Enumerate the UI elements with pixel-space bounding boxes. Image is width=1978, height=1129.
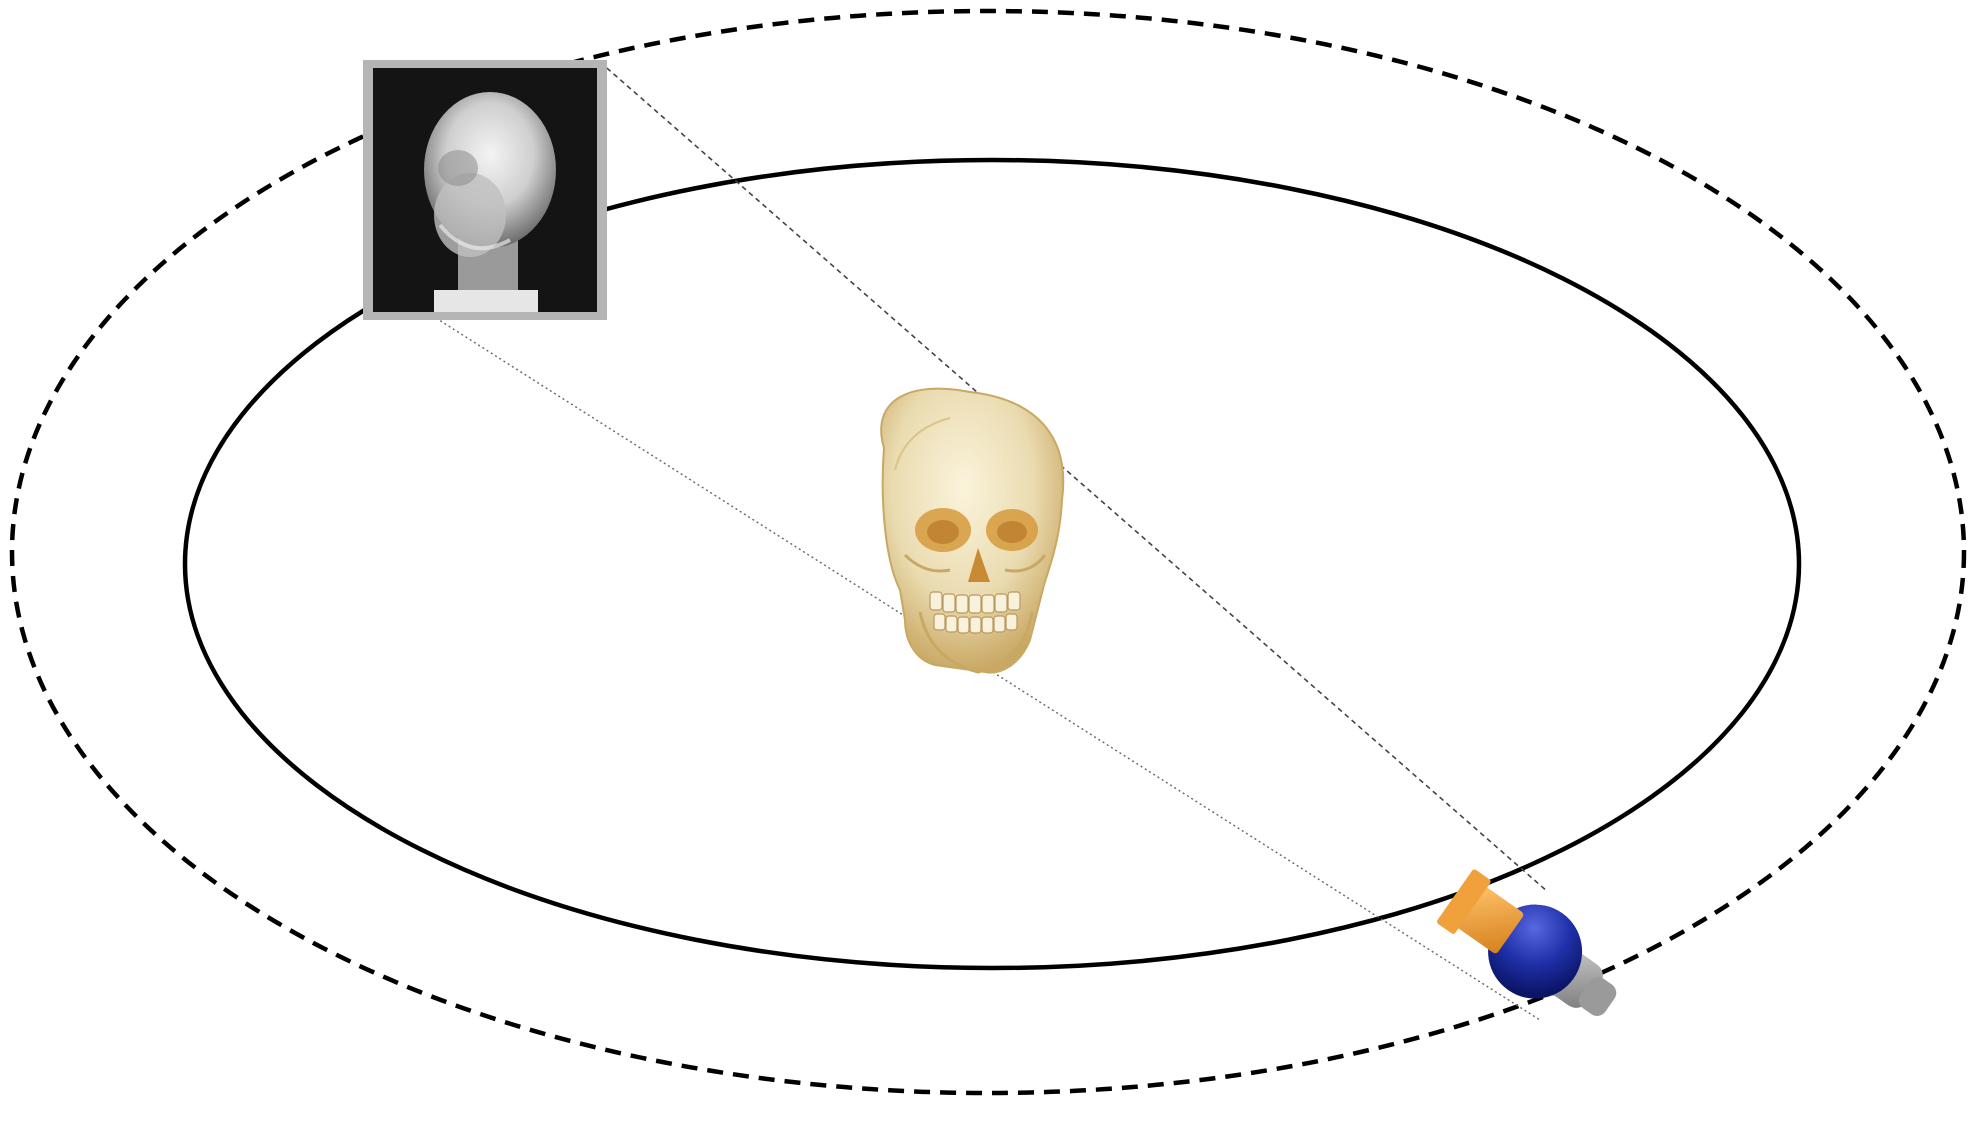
xray-source-icon: [1428, 857, 1638, 1043]
beam-line-upper: [600, 62, 1548, 892]
skull-icon: [881, 389, 1063, 673]
xray-detector-icon: [363, 60, 607, 320]
